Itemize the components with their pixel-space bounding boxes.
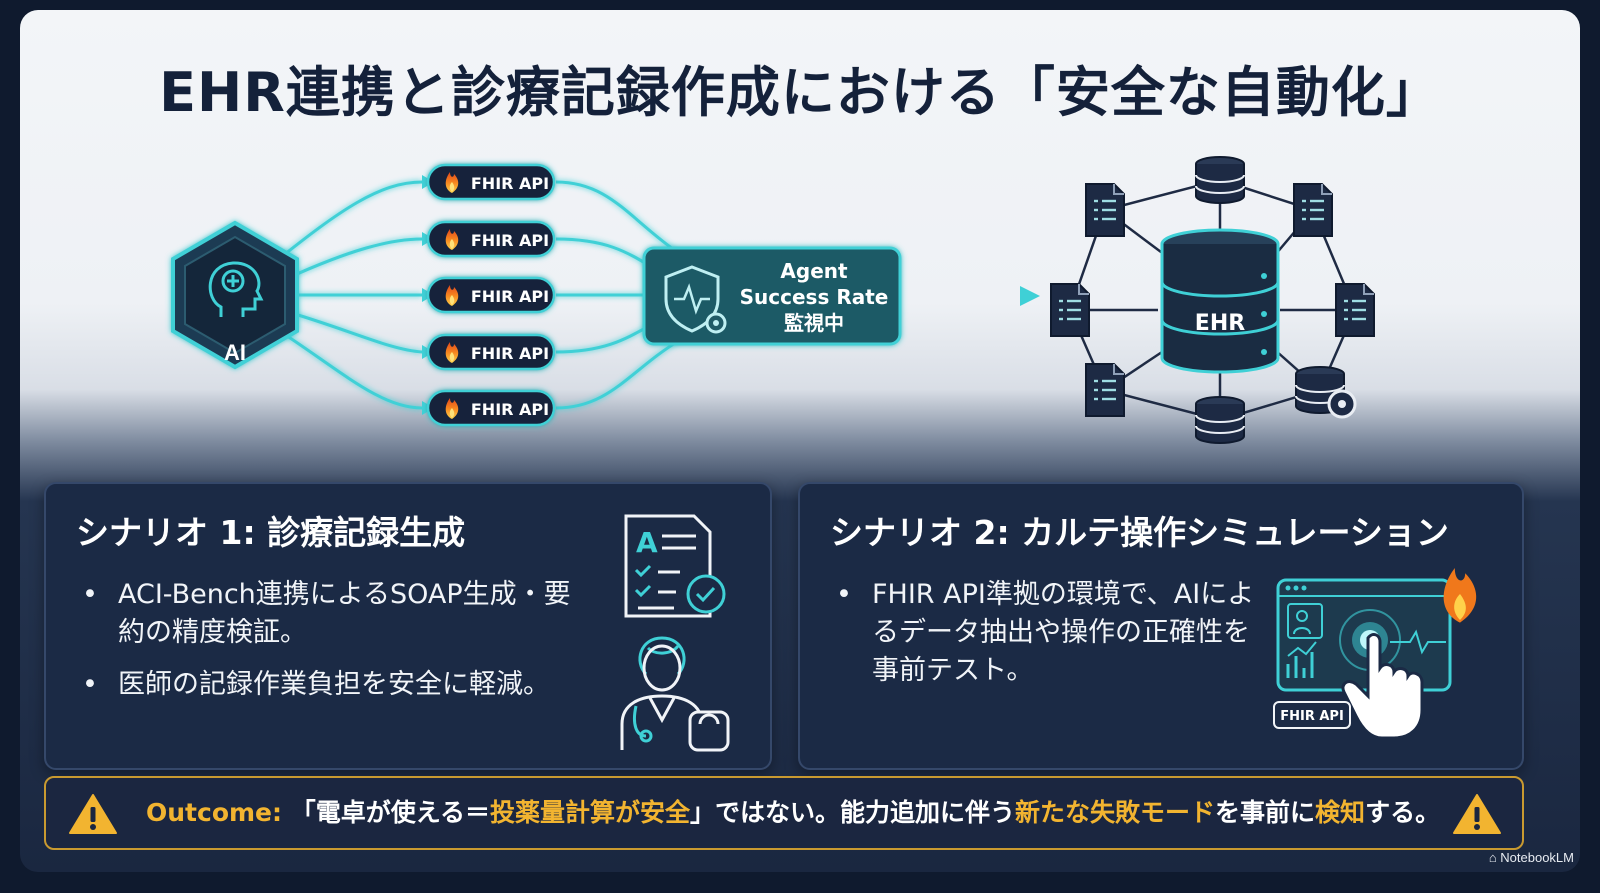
scenario2-heading: シナリオ 2: カルテ操作シミュレーション [830,513,1449,552]
arrow-to-ehr [902,286,1040,306]
fhir-api-node-3: FHIR API [426,276,556,314]
ai-label: AI [224,340,246,365]
ehr-network: EHR [1049,156,1376,444]
fhir-api-label: FHIR API [471,231,549,250]
outcome-label: Outcome: [146,798,282,827]
monitor-line2: Success Rate [740,285,889,309]
scenario1-illustration: A [620,514,730,752]
scenario2-card: シナリオ 2: カルテ操作シミュレーション FHIR API準拠の環境で、AIに… [798,482,1524,770]
slide-panel: EHR連携と診療記録作成における「安全な自動化」 [20,10,1580,872]
database-icon [1195,396,1245,444]
scenario2-illustration: FHIR API [1273,568,1477,740]
doctor-icon [620,636,730,752]
document-icon [1049,282,1091,338]
ehr-label: EHR [1195,311,1245,336]
ai-agent-node [171,220,299,370]
warning-icon [1453,794,1501,834]
database-gear-icon [1295,366,1357,419]
brain-head-icon [208,261,264,317]
document-icon [1334,282,1376,338]
agent-success-rate-monitor: Agent Success Rate 監視中 [642,246,902,346]
document-icon [1084,362,1126,418]
connector-lines [274,180,681,410]
scenario1-heading: シナリオ 1: 診療記録生成 [76,513,466,552]
ehr-flow-diagram: AI FHIR API FHIR API FHIR API FHIR API F… [171,156,1376,444]
warning-icon [69,794,117,834]
fhir-api-node-2: FHIR API [426,220,556,258]
outcome-part: する。 [1365,798,1441,827]
fhir-api-label: FHIR API [471,344,549,363]
list-item: FHIR API準拠の環境で、AIによるデータ抽出や操作の正確性を事前テスト。 [830,576,1272,690]
list-item: ACI-Bench連携によるSOAP生成・要約の精度検証。 [76,576,588,652]
monitor-line3: 監視中 [784,311,844,335]
fhir-api-node-4: FHIR API [426,333,556,371]
document-letter: A [636,526,658,559]
fhir-api-node-1: FHIR API [426,163,556,201]
fhir-api-label: FHIR API [471,174,549,193]
page-title: EHR連携と診療記録作成における「安全な自動化」 [159,61,1441,124]
brand-label: NotebookLM [1500,850,1574,865]
list-item: 医師の記録作業負担を安全に軽減。 [76,666,588,704]
scenario1-bullets: ACI-Bench連携によるSOAP生成・要約の精度検証。 医師の記録作業負担を… [76,576,588,718]
ehr-database-icon [1160,228,1280,374]
scenario2-bullets: FHIR API準拠の環境で、AIによるデータ抽出や操作の正確性を事前テスト。 [830,576,1272,704]
database-icon [1195,156,1245,204]
outcome-part: 「電卓が使える＝ [290,798,490,827]
brand-watermark: ⌂ NotebookLM [1488,850,1574,865]
outcome-highlight: 投薬量計算が安全 [489,798,690,827]
fhir-api-node-5: FHIR API [426,389,556,427]
outcome-part: を事前に [1215,798,1316,827]
fhir-api-label: FHIR API [471,400,549,419]
pointing-hand-icon [1341,633,1424,740]
outcome-part: 」ではない。能力追加に伴う [690,798,1016,827]
shield-gear-icon [664,265,727,334]
checklist-document-icon: A [624,514,726,618]
fhir-api-badge-label: FHIR API [1280,709,1344,724]
outcome-highlight: 検知 [1315,798,1366,827]
fhir-api-badge: FHIR API [1273,701,1351,729]
document-icon [1084,182,1126,238]
outcome-banner: Outcome: 「電卓が使える＝投薬量計算が安全」ではない。能力追加に伴う新た… [44,776,1524,850]
document-icon [1292,182,1334,238]
scenario1-card: シナリオ 1: 診療記録生成 ACI-Bench連携によるSOAP生成・要約の精… [44,482,772,770]
outcome-text: Outcome: 「電卓が使える＝投薬量計算が安全」ではない。能力追加に伴う新た… [146,778,1440,848]
outcome-highlight: 新たな失敗モード [1015,798,1216,827]
fhir-api-label: FHIR API [471,287,549,306]
fire-icon [1443,568,1477,623]
monitor-line1: Agent [780,259,848,283]
